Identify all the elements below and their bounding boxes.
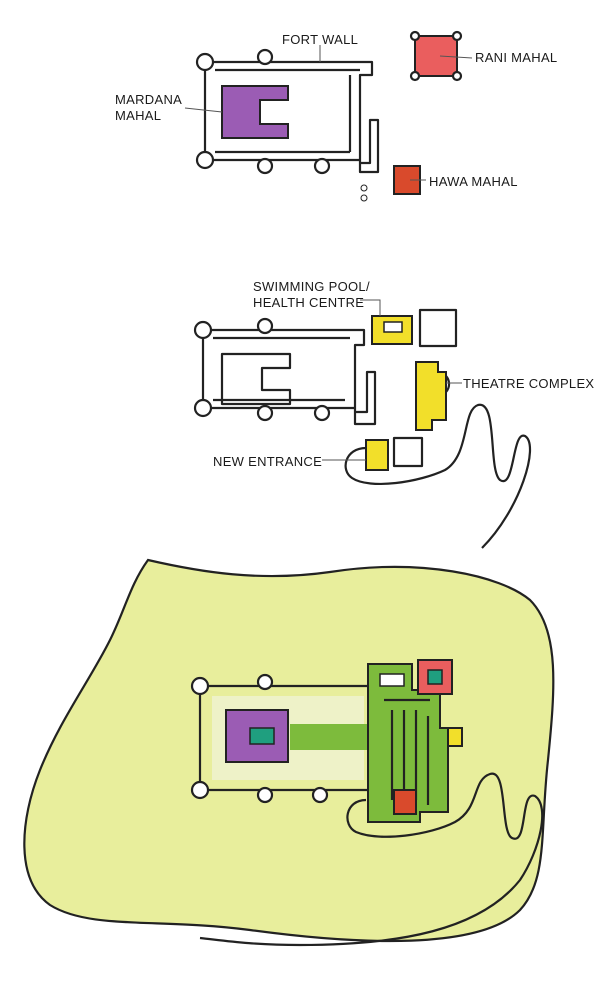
fort-wall-inner-2: [213, 336, 350, 402]
pool-3: [379, 673, 405, 687]
mardana-court-3: [249, 727, 275, 745]
new-entrance: [365, 439, 389, 471]
bastion-s-3: [256, 786, 274, 804]
label-entrance: NEW ENTRANCE: [213, 454, 322, 469]
well-2: [360, 194, 368, 202]
rani-outline-2: [418, 308, 458, 348]
bastion-nw-1: [195, 52, 215, 72]
theatre-3: [447, 727, 463, 747]
bastion-se-3: [311, 786, 329, 804]
label-mardana-2: MAHAL: [115, 108, 161, 123]
hawa-mahal-3: [393, 789, 417, 815]
rani-mahal-1: [414, 35, 458, 77]
bastion-sw-2: [193, 398, 213, 418]
label-pool-2: HEALTH CENTRE: [253, 295, 364, 310]
fort-wall-outline-2: [201, 328, 377, 426]
fort-wall-inner-1: [215, 68, 360, 154]
hawa-outline-2: [392, 436, 424, 468]
access-road: [344, 403, 532, 549]
well-1: [360, 184, 368, 192]
terrace-lines: [384, 698, 430, 805]
theatre-complex: [415, 361, 447, 431]
label-pool-1: SWIMMING POOL/: [253, 279, 370, 294]
label-mardana-1: MARDANA: [115, 92, 182, 107]
bastion-nw-3: [190, 676, 210, 696]
bastion-n-1: [256, 48, 274, 66]
rani-corner-2: [451, 30, 463, 42]
rani-mahal-3: [417, 659, 453, 695]
theatre-arc: [445, 375, 451, 393]
bastion-sw-1: [195, 150, 215, 170]
plan-existing: FORT WALL RANI MAHAL MARDANA MAHAL HAWA …: [115, 30, 557, 202]
bastion-nw-2: [193, 320, 213, 340]
label-rani-mahal: RANI MAHAL: [475, 50, 557, 65]
bastion-sw-3: [190, 780, 210, 800]
bastion-se-2: [313, 404, 331, 422]
bastion-s-1: [256, 157, 274, 175]
bastion-n-2: [256, 317, 274, 335]
rani-corner-1: [409, 30, 421, 42]
bastion-n-3: [256, 673, 274, 691]
rani-corner-3: [409, 70, 421, 82]
label-theatre: THEATRE COMPLEX: [463, 376, 594, 391]
leader-rani: [439, 55, 473, 59]
rani-court-3: [427, 669, 443, 685]
leader-mardana: [184, 107, 223, 113]
plan-landscape: [23, 558, 555, 947]
axial-garden: [290, 724, 370, 750]
pool-basin: [383, 321, 403, 333]
mardana-outline-2: [220, 352, 292, 406]
leader-pool: [360, 299, 381, 316]
fort-wall-outline-1: [203, 60, 380, 174]
access-road-3: [199, 772, 544, 947]
plan-proposed: SWIMMING POOL/ HEALTH CENTRE THEATRE COM…: [193, 279, 594, 549]
bastion-se-1: [313, 157, 331, 175]
rani-corner-4: [451, 70, 463, 82]
label-fort-wall: FORT WALL: [282, 32, 358, 47]
label-hawa-mahal: HAWA MAHAL: [429, 174, 518, 189]
bastion-s-2: [256, 404, 274, 422]
mardana-mahal-1: [221, 85, 289, 139]
